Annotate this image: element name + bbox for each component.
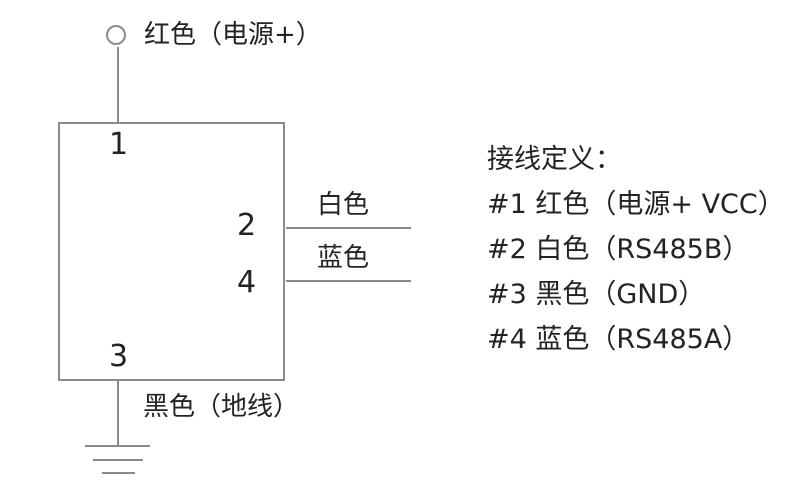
white-wire-line [286, 227, 411, 229]
legend-item-pin3: #3 黑色（GND） [487, 279, 706, 310]
power-wire-label: 红色（电源+） [144, 20, 322, 50]
pin-2-number: 2 [237, 208, 257, 243]
blue-wire-line [286, 280, 411, 282]
legend-item-pin1: #1 红色（电源+ VCC） [487, 189, 785, 220]
ground-wire-line [117, 381, 119, 446]
legend-item-pin2: #2 白色（RS485B） [487, 234, 750, 265]
pin-1-number: 1 [109, 127, 129, 162]
white-wire-label: 白色 [317, 190, 370, 220]
ground-stroke-long [85, 445, 150, 447]
wiring-definition-legend: 接线定义： #1 红色（电源+ VCC） #2 白色（RS485B） #3 黑色… [487, 137, 785, 362]
blue-wire-label: 蓝色 [317, 243, 370, 273]
ground-stroke-short [102, 472, 135, 474]
legend-title: 接线定义： [487, 144, 622, 175]
legend-item-pin4: #4 蓝色（RS485A） [487, 324, 750, 355]
pin-3-number: 3 [109, 339, 129, 374]
power-terminal-circle-icon [106, 25, 126, 45]
power-wire-line [117, 47, 119, 122]
ground-stroke-medium [93, 459, 143, 461]
ground-wire-label: 黑色（地线） [143, 392, 300, 422]
pin-4-number: 4 [237, 265, 257, 300]
device-box [58, 122, 285, 381]
